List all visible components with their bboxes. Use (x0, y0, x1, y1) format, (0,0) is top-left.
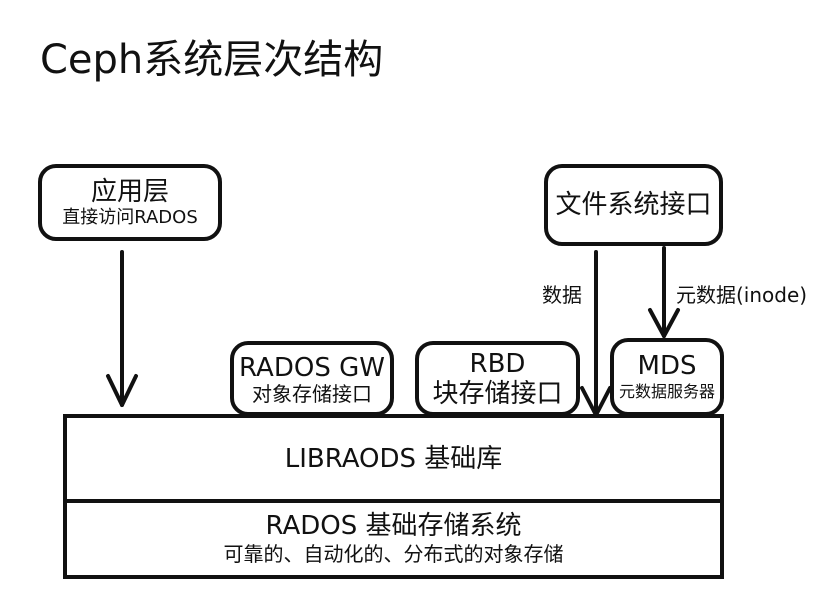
arrow-fs-data-to-librados (580, 250, 612, 417)
rados-box: RADOS 基础存储系统 可靠的、自动化的、分布式的对象存储 (63, 499, 724, 579)
librados-box: LIBRAODS 基础库 (63, 414, 724, 503)
app-layer-sublabel: 直接访问RADOS (62, 206, 198, 228)
app-layer-label: 应用层 (90, 176, 169, 207)
metadata-edge-label: 元数据(inode) (676, 283, 808, 307)
mds-sublabel: 元数据服务器 (618, 382, 715, 401)
librados-label: LIBRAODS 基础库 (284, 443, 503, 474)
arrow-app-to-librados (106, 250, 138, 407)
radosgw-label: RADOS GW (239, 352, 385, 383)
radosgw-sublabel: 对象存储接口 (252, 381, 372, 406)
fs-interface-box: 文件系统接口 (544, 164, 723, 246)
rbd-label: RBD (469, 348, 526, 379)
rbd-sublabel: 块存储接口 (432, 378, 563, 409)
rados-label: RADOS 基础存储系统 (265, 511, 522, 541)
arrow-fs-metadata-to-mds (648, 246, 680, 338)
rbd-box: RBD 块存储接口 (415, 341, 580, 416)
rados-sublabel: 可靠的、自动化的、分布式的对象存储 (223, 542, 564, 566)
radosgw-box: RADOS GW 对象存储接口 (230, 341, 394, 416)
app-layer-box: 应用层 直接访问RADOS (38, 164, 222, 241)
mds-label: MDS (637, 351, 697, 381)
data-edge-label: 数据 (542, 283, 582, 307)
page-title: Ceph系统层次结构 (40, 37, 384, 83)
fs-interface-label: 文件系统接口 (555, 190, 712, 220)
mds-box: MDS 元数据服务器 (610, 338, 724, 416)
